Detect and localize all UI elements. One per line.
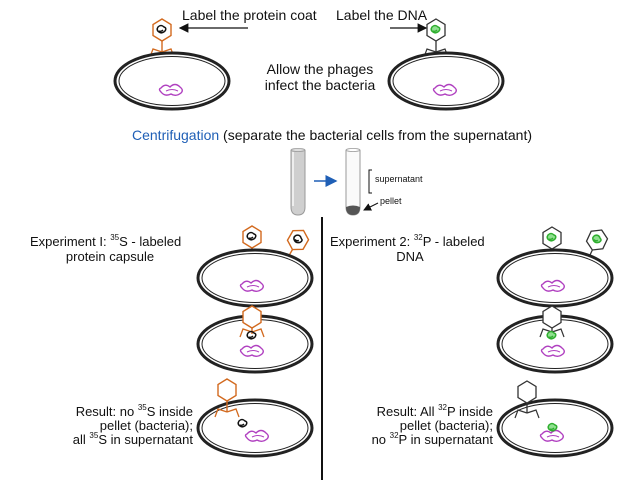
top-left-bacterium — [113, 51, 231, 111]
centrifugation-word: Centrifugation — [132, 127, 220, 143]
exp1-title-line2: protein capsule — [65, 249, 155, 264]
exp2-result-line2: pellet (bacteria); — [399, 418, 493, 433]
exp2-title-line2: DNA — [396, 249, 424, 264]
exp1-result-line3: all 35S in supernatant — [72, 430, 193, 447]
exp1-title: Experiment I: 35S - labeled — [30, 232, 182, 249]
exp2-phage-injecting — [539, 305, 565, 340]
centrifugation-note: (separate the bacterial cells from the s… — [219, 127, 532, 143]
exp2-result-line1: Result: All 32P inside — [376, 402, 493, 419]
top-right-phage — [423, 18, 449, 58]
exp1-bacterium-3 — [196, 398, 314, 458]
label-dna: Label the DNA — [336, 7, 428, 23]
top-right-bacterium — [387, 51, 505, 111]
top-left-phage — [149, 18, 175, 58]
exp1-result-line1: Result: no 35S inside — [75, 402, 193, 419]
exp1-result-line2: pellet (bacteria); — [99, 418, 193, 433]
exp2-bacterium-3 — [496, 398, 614, 458]
supernatant-label: supernatant — [375, 174, 423, 184]
infect-text-line2: infect the bacteria — [264, 77, 376, 93]
centrifugation-caption: Centrifugation (separate the bacterial c… — [132, 127, 532, 143]
test-tube-icon-left — [290, 148, 306, 216]
infect-text-line1: Allow the phages — [266, 61, 374, 77]
exp2-title: Experiment 2: 32P - labeled — [330, 232, 485, 249]
test-tube-icon-right — [345, 148, 361, 216]
label-protein-coat: Label the protein coat — [182, 7, 317, 23]
exp2-result-line3: no 32P in supernatant — [371, 430, 493, 447]
pellet-label: pellet — [380, 196, 402, 206]
exp1-bacterium-1 — [196, 248, 314, 308]
exp2-bacterium-1 — [496, 248, 614, 308]
exp1-phage-injecting — [239, 305, 265, 340]
exp1-empty-phage — [214, 378, 240, 418]
exp2-empty-phage — [514, 380, 540, 419]
